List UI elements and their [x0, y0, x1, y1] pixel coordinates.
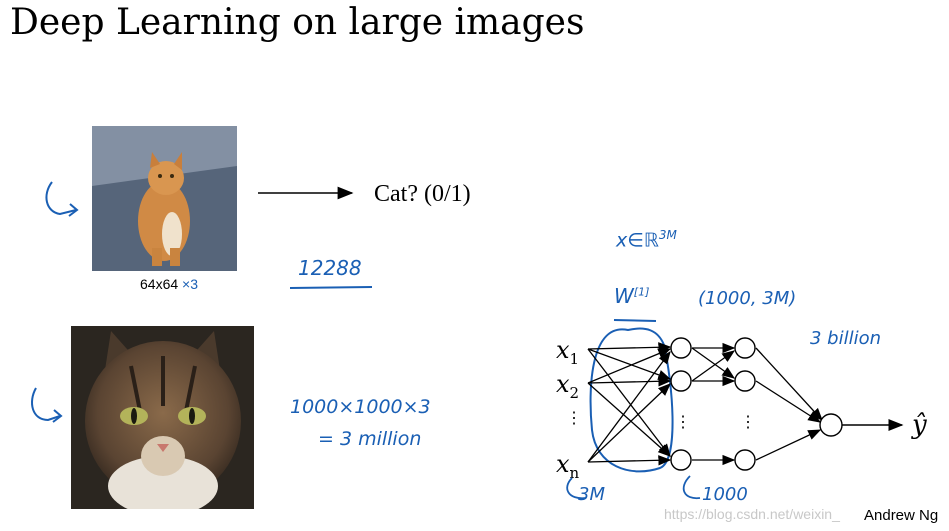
- hidden2-dots: ⋮: [740, 412, 756, 431]
- weight-underline: [613, 319, 657, 322]
- input-count-note: 3M: [578, 484, 605, 505]
- caption-dims: 64x64: [140, 276, 179, 292]
- caption-times-three: ×3: [182, 276, 199, 292]
- output-edges: [755, 347, 823, 461]
- hidden1-neuron: [670, 337, 692, 359]
- feature-count-note: 12288: [298, 256, 362, 280]
- hidden-edges: [691, 342, 736, 466]
- weight-shape-note: (1000, 3M): [698, 288, 797, 309]
- small-image-hook-arrow: [45, 181, 77, 216]
- cat-image-large: [71, 326, 254, 509]
- watermark: https://blog.csdn.net/weixin_: [664, 506, 840, 522]
- cat-question-label: Cat? (0/1): [374, 181, 471, 207]
- input-space-note: x∈ℝ3M: [616, 228, 677, 251]
- input-edges: [587, 342, 672, 466]
- hidden1-neuron: [670, 370, 692, 392]
- input-space-text: x∈ℝ: [616, 229, 659, 252]
- param-count-note: 3 billion: [810, 328, 882, 349]
- input-space-exp: 3M: [658, 228, 677, 242]
- large-image-dims-note: 1000×1000×3: [290, 396, 431, 418]
- output-neuron: [819, 413, 843, 437]
- weight-label-sup: [1]: [633, 285, 650, 299]
- hidden2-neuron: [734, 370, 756, 392]
- hidden-layer-1: [670, 337, 692, 471]
- hidden1-neuron: [670, 449, 692, 471]
- input-dots: ⋮: [566, 408, 582, 427]
- large-image-hook-arrow: [31, 387, 61, 422]
- small-image-caption: 64x64 ×3: [140, 276, 198, 292]
- hidden-count-hook: [682, 475, 701, 500]
- weight-label-text: W: [614, 284, 634, 308]
- large-image-equals-note: = 3 million: [318, 428, 422, 450]
- small-image-hook-head: [68, 203, 79, 217]
- hidden2-neuron: [734, 337, 756, 359]
- input-x1: x1: [556, 336, 580, 368]
- hidden-count-note: 1000: [702, 484, 748, 505]
- cat-image-small: [92, 126, 237, 271]
- weight-label: W[1]: [614, 284, 649, 308]
- feature-count-underline: [289, 286, 373, 289]
- input-count-hook: [566, 477, 587, 500]
- author-credit: Andrew Ng: [864, 507, 939, 524]
- input-xn: xn: [556, 450, 580, 482]
- slide-title: Deep Learning on large images: [10, 2, 585, 43]
- hidden2-neuron: [734, 449, 756, 471]
- large-image-hook-head: [52, 409, 63, 423]
- input-x2: x2: [556, 370, 580, 402]
- hidden1-dots: ⋮: [675, 412, 691, 431]
- hidden-layer-2: [734, 337, 756, 471]
- weight-loop: [589, 327, 674, 473]
- output-yhat: ŷ: [912, 410, 927, 440]
